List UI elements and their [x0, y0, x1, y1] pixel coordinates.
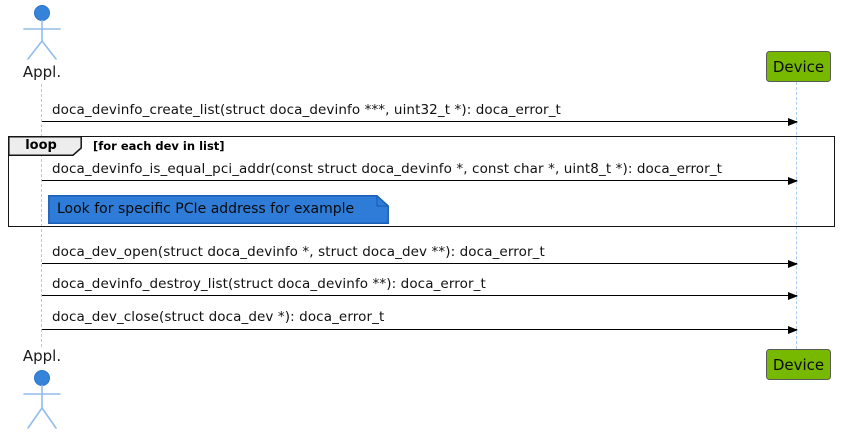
message-arrow	[42, 260, 798, 268]
message-destroy-list: doca_devinfo_destroy_list(struct doca_de…	[52, 276, 486, 292]
appl-lifeline	[41, 84, 42, 347]
message-arrow	[42, 292, 798, 300]
loop-keyword: loop	[25, 138, 57, 153]
device-lifeline	[796, 82, 797, 349]
note-text: Look for specific PCIe address for examp…	[57, 201, 355, 217]
message-is-equal-pci-addr: doca_devinfo_is_equal_pci_addr(const str…	[52, 161, 723, 177]
device-label-top: Device	[772, 57, 825, 76]
device-label-bottom: Device	[772, 355, 825, 374]
message-dev-open: doca_dev_open(struct doca_devinfo *, str…	[52, 244, 545, 260]
message-arrow	[42, 177, 798, 185]
device-box-bottom: Device	[766, 349, 831, 380]
loop-tab	[8, 136, 82, 156]
message-create-list: doca_devinfo_create_list(struct doca_dev…	[52, 102, 561, 118]
appl-label-top: Appl.	[22, 63, 62, 81]
appl-label-bottom: Appl.	[22, 347, 62, 365]
message-arrow	[42, 326, 798, 334]
actor-icon	[23, 370, 61, 429]
loop-condition: [for each dev in list]	[93, 139, 225, 153]
note-shape	[48, 195, 389, 224]
actor-icon	[23, 5, 61, 60]
message-dev-close: doca_dev_close(struct doca_dev *): doca_…	[52, 309, 385, 325]
message-arrow	[42, 118, 798, 126]
device-box-top: Device	[766, 51, 831, 82]
